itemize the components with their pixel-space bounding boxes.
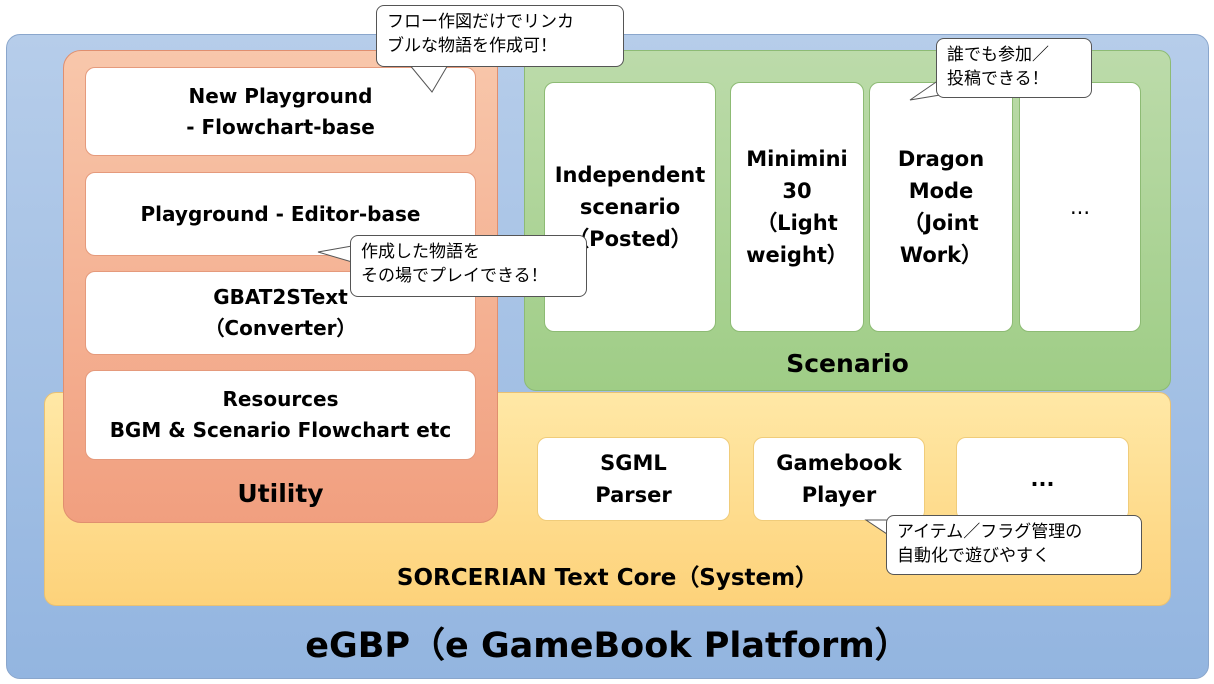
- scenario-title: Scenario: [786, 349, 909, 378]
- gamebook-player-box: Gamebook Player: [753, 437, 925, 521]
- dragon-mode-box: Dragon Mode （Joint Work）: [869, 82, 1013, 332]
- new-playground-box: New Playground - Flowchart-base: [85, 67, 476, 156]
- minimini-box: Minimini 30 （Light weight）: [730, 82, 864, 332]
- platform-title: eGBP（e GameBook Platform）: [305, 626, 910, 666]
- resources-box: Resources BGM & Scenario Flowchart etc: [85, 370, 476, 460]
- scenario-more-box: ...: [1019, 82, 1141, 332]
- callout-flowchart: フロー作図だけでリンカ ブルな物語を作成可！: [376, 5, 624, 67]
- sgml-parser-box: SGML Parser: [537, 437, 730, 521]
- independent-scenario-box: Independent scenario （Posted）: [544, 82, 716, 332]
- utility-title: Utility: [237, 479, 324, 508]
- callout-post: 誰でも参加／ 投稿できる！: [936, 38, 1092, 98]
- core-title: SORCERIAN Text Core（System）: [396, 565, 819, 591]
- callout-player: アイテム／フラグ管理の 自動化で遊びやすく: [886, 515, 1142, 575]
- callout-editor: 作成した物語を その場でプレイできる！: [350, 235, 587, 297]
- core-more-box: ...: [956, 437, 1129, 521]
